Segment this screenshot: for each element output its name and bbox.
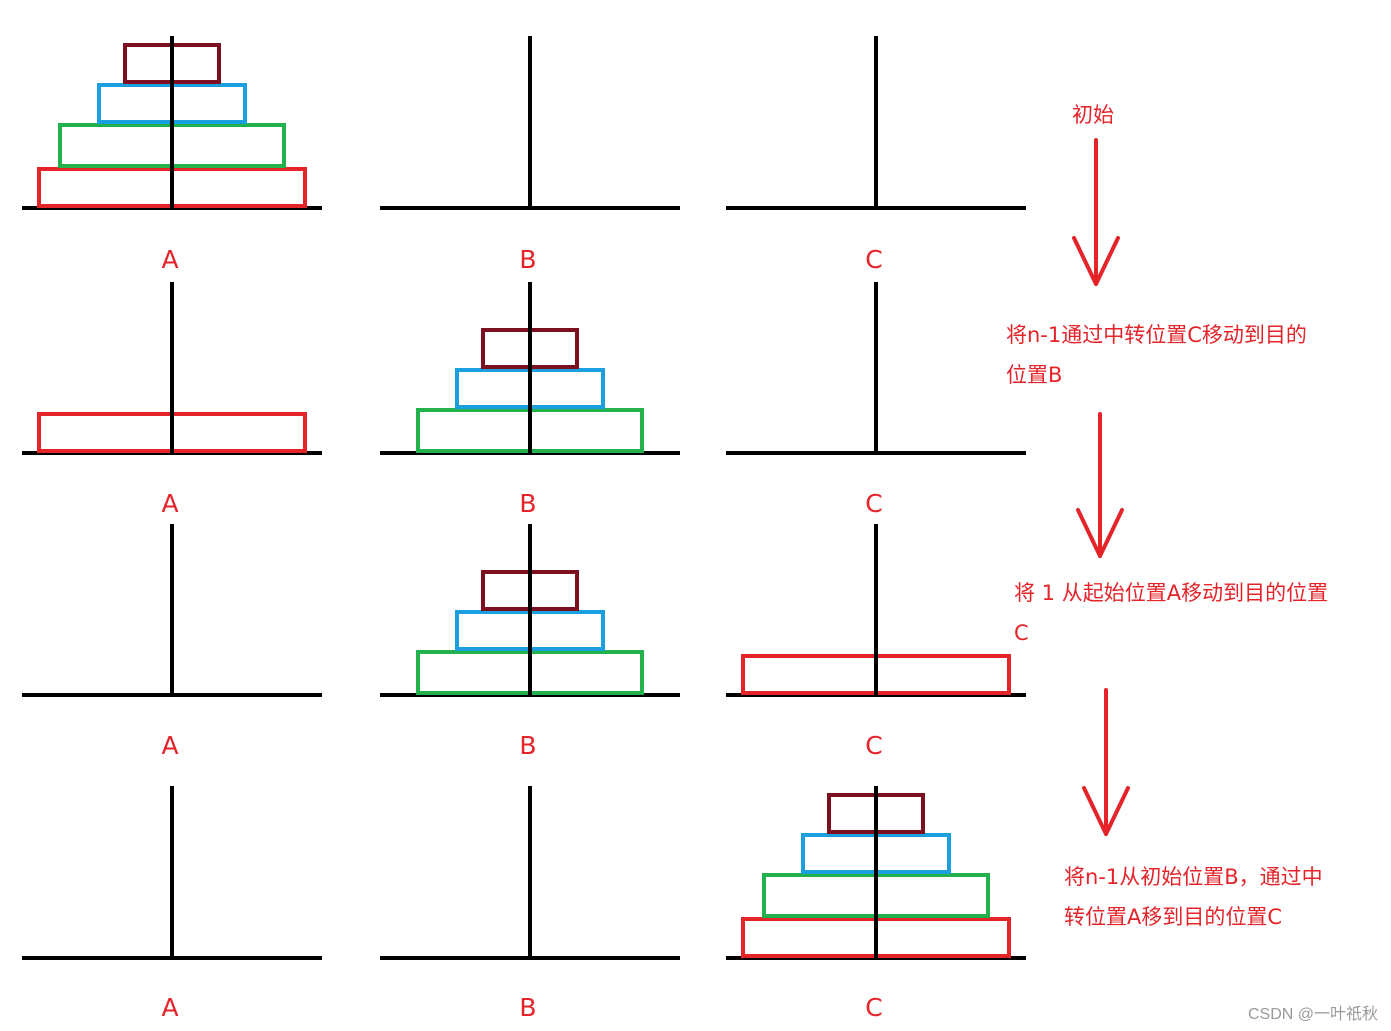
peg-B: B bbox=[380, 786, 680, 1022]
peg-A: A bbox=[22, 786, 322, 1022]
peg-C: C bbox=[726, 786, 1026, 1022]
step-caption-1: 初始 bbox=[1072, 103, 1114, 127]
tower-row-3: A B C bbox=[22, 524, 1026, 760]
peg-A: A bbox=[22, 524, 322, 760]
step-text-line: 位置B bbox=[1006, 363, 1062, 387]
peg-label: C bbox=[865, 993, 882, 1022]
peg-label: B bbox=[519, 489, 536, 518]
tower-row-2: A B C bbox=[22, 282, 1026, 518]
tower-row-4: A B C bbox=[22, 786, 1026, 1022]
step-text-line: 将 1 从起始位置A移动到目的位置 bbox=[1014, 581, 1328, 605]
step-caption-3: 将 1 从起始位置A移动到目的位置 C bbox=[1014, 581, 1328, 645]
peg-label: A bbox=[161, 993, 178, 1022]
peg-C: C bbox=[726, 524, 1026, 760]
peg-B: B bbox=[380, 524, 680, 760]
step-text-line: 将n-1从初始位置B，通过中 bbox=[1064, 865, 1323, 889]
peg-label: A bbox=[161, 731, 178, 760]
peg-label: C bbox=[865, 731, 882, 760]
watermark: CSDN @一叶祇秋 bbox=[1248, 1005, 1378, 1023]
peg-label: A bbox=[161, 245, 178, 274]
step-text-line: 将n-1通过中转位置C移动到目的 bbox=[1006, 323, 1307, 347]
peg-label: C bbox=[865, 245, 882, 274]
peg-label: A bbox=[161, 489, 178, 518]
peg-B: B bbox=[380, 282, 680, 518]
peg-label: B bbox=[519, 731, 536, 760]
tower-row-1: A B C bbox=[22, 36, 1026, 274]
peg-A: A bbox=[22, 36, 322, 274]
tower-rows: A B C A B C A B C A B C bbox=[22, 36, 1026, 1022]
step-text-line: C bbox=[1014, 621, 1029, 645]
peg-label: B bbox=[519, 245, 536, 274]
step-arrows bbox=[1072, 138, 1130, 836]
peg-label: B bbox=[519, 993, 536, 1022]
down-arrow-icon bbox=[1076, 412, 1124, 558]
peg-label: C bbox=[865, 489, 882, 518]
peg-C: C bbox=[726, 282, 1026, 518]
step-text-line: 初始 bbox=[1072, 103, 1114, 127]
peg-B: B bbox=[380, 36, 680, 274]
peg-A: A bbox=[22, 282, 322, 518]
step-text-line: 转位置A移到目的位置C bbox=[1064, 905, 1282, 929]
peg-C: C bbox=[726, 36, 1026, 274]
down-arrow-icon bbox=[1072, 138, 1120, 286]
down-arrow-icon bbox=[1082, 688, 1130, 836]
